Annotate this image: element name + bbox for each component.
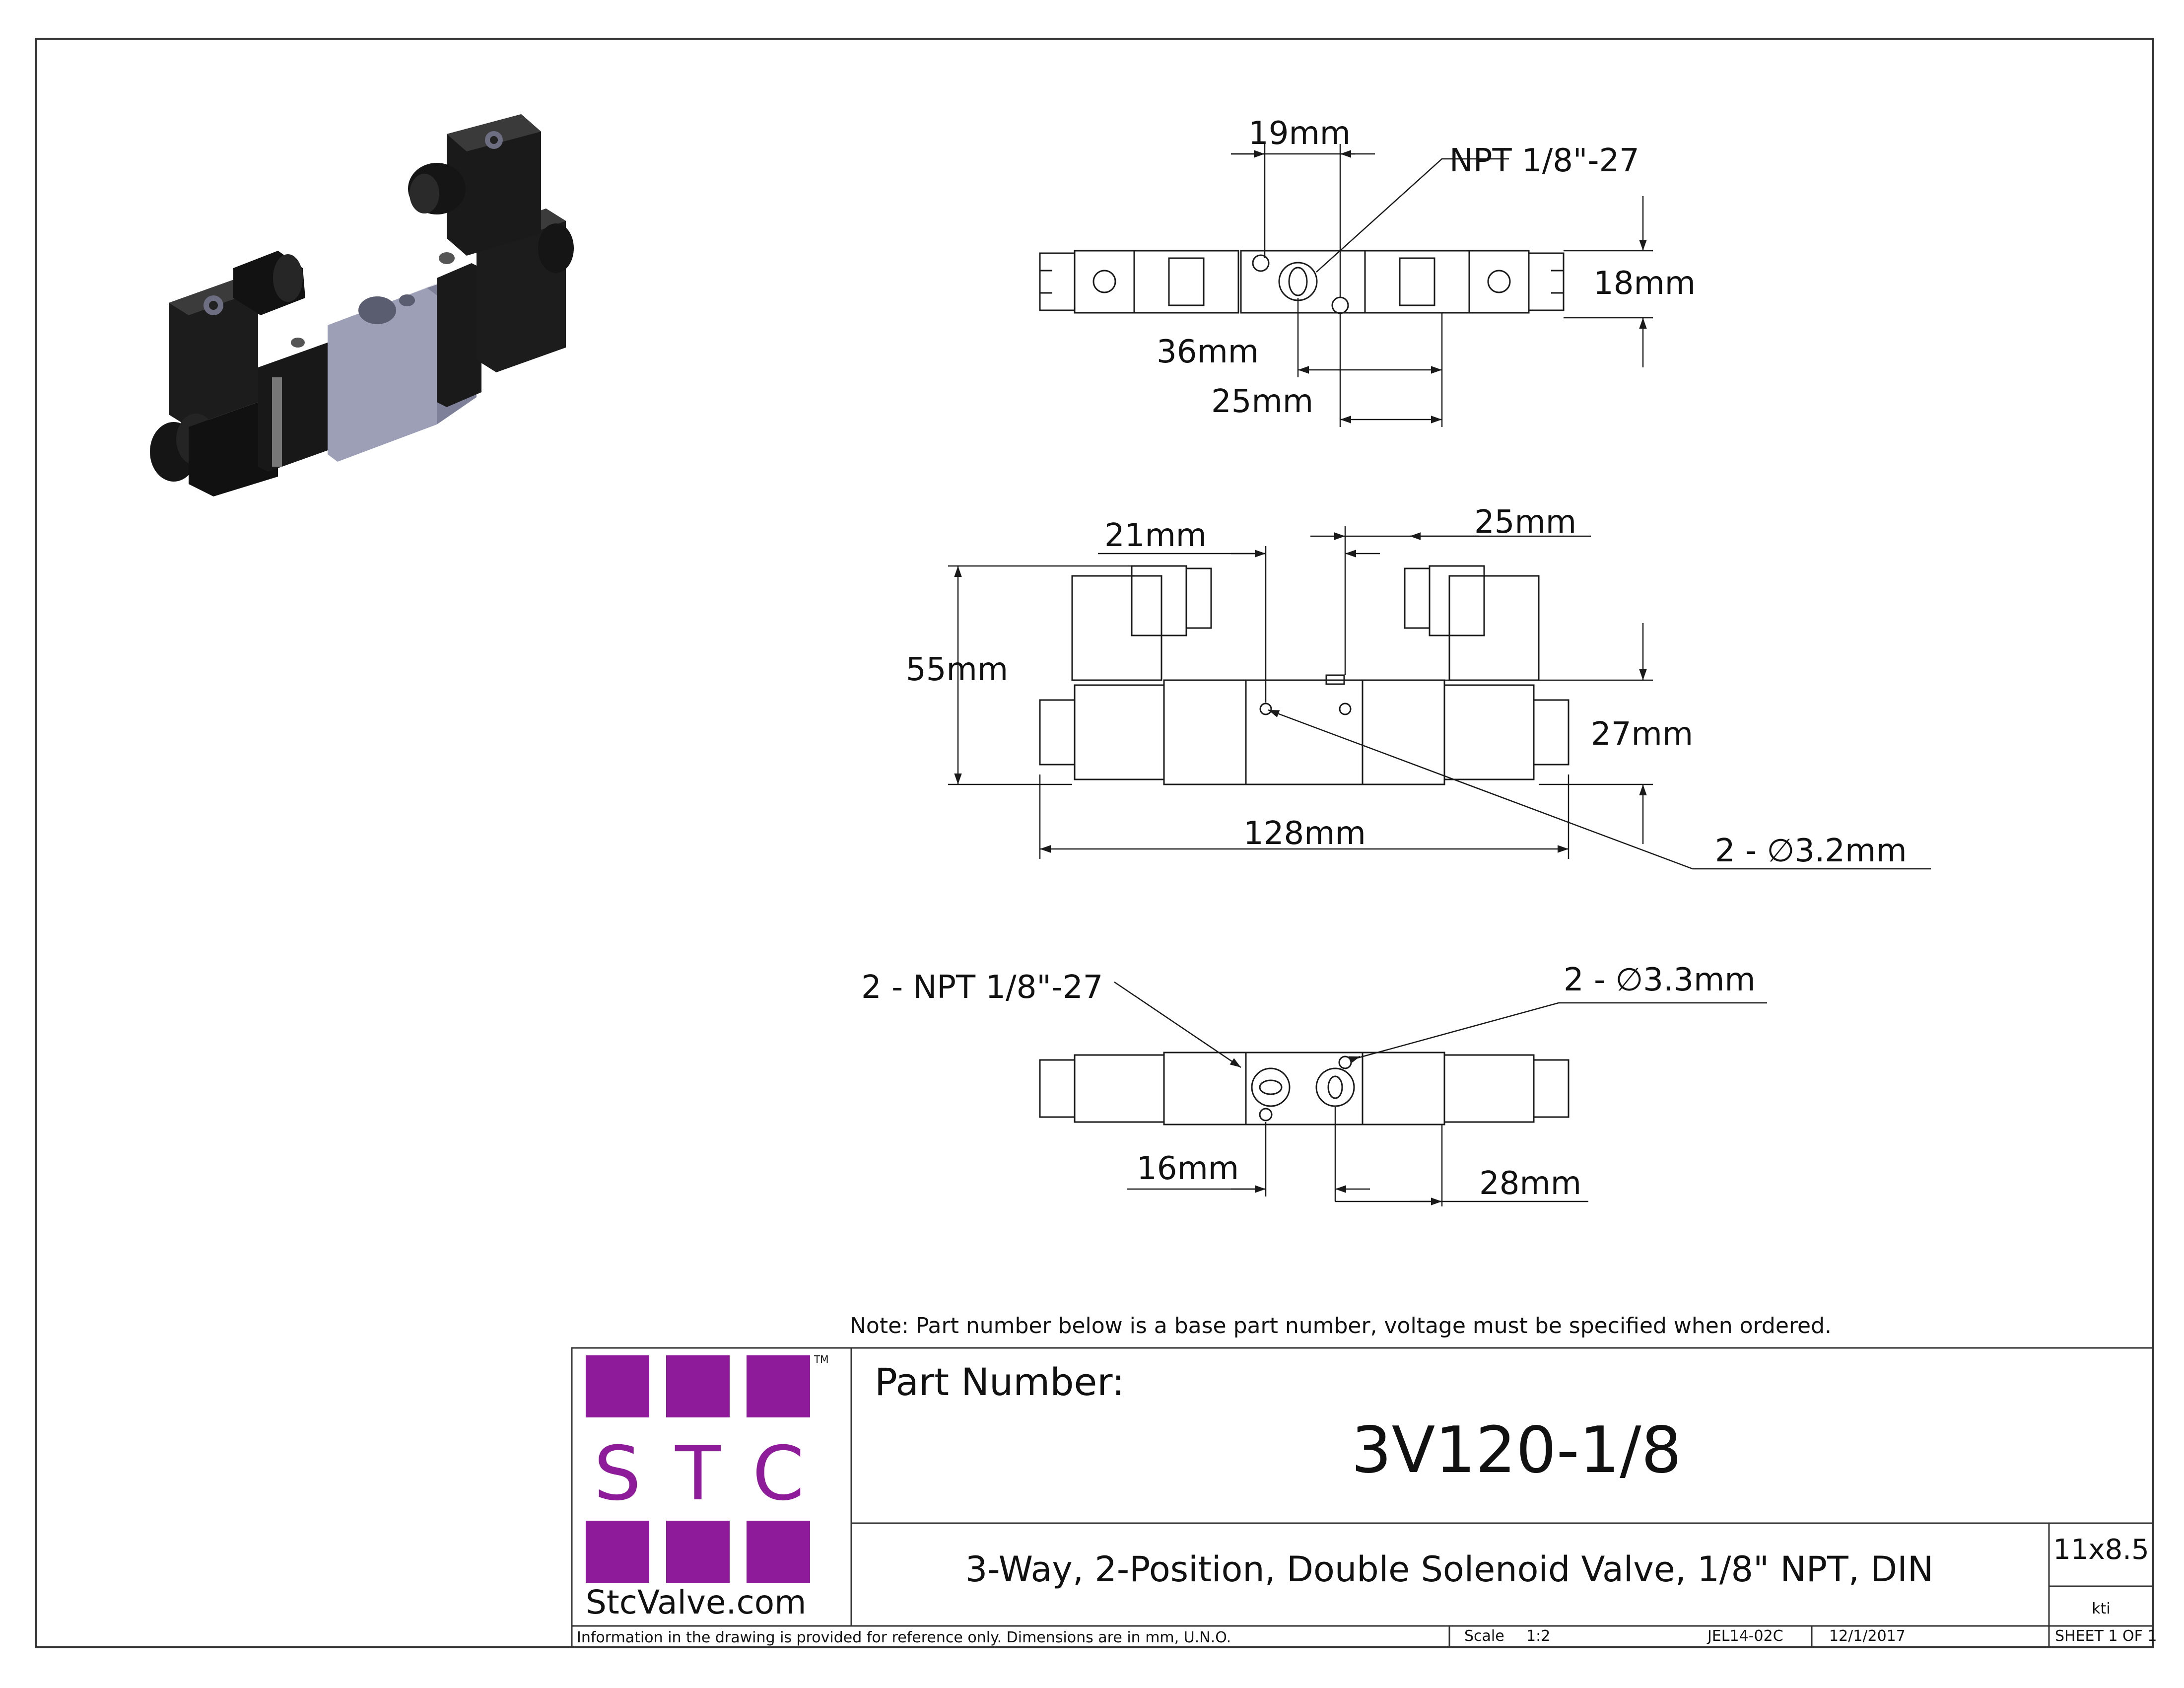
scale-label: Scale <box>1464 1627 1504 1645</box>
dim-top-19: 19mm <box>1248 115 1351 152</box>
part-number-label: Part Number: <box>875 1360 1125 1404</box>
dim-bottom-28: 28mm <box>1479 1165 1581 1202</box>
front-view <box>1039 565 1570 785</box>
dim-top-25: 25mm <box>1211 383 1313 420</box>
top-view-dimensions <box>1231 144 1653 427</box>
front-view-dimensions <box>948 526 1931 870</box>
disclaimer-text: Information in the drawing is provided f… <box>577 1629 1231 1646</box>
scale-value: 1:2 <box>1526 1627 1550 1645</box>
dim-front-128: 128mm <box>1243 815 1366 852</box>
isometric-valve-view <box>150 114 574 496</box>
dim-top-npt: NPT 1/8"-27 <box>1449 142 1639 179</box>
dim-bottom-hole: 2 - ∅3.3mm <box>1564 962 1756 998</box>
logo-letter-s: S <box>594 1431 641 1517</box>
part-description: 3-Way, 2-Position, Double Solenoid Valve… <box>965 1549 1933 1590</box>
part-number-value: 3V120-1/8 <box>1351 1413 1682 1487</box>
stc-logo: S T C TM StcValve.com <box>586 1353 828 1621</box>
ordering-note: Note: Part number below is a base part n… <box>850 1313 1832 1338</box>
dim-front-27: 27mm <box>1591 716 1693 753</box>
drawn-by: kti <box>2092 1600 2110 1618</box>
sheet-size: 11x8.5 <box>2053 1534 2149 1566</box>
bottom-view-dimensions <box>1114 981 1767 1206</box>
dim-bottom-npt: 2 - NPT 1/8"-27 <box>861 969 1103 1006</box>
dim-front-hole: 2 - ∅3.2mm <box>1715 833 1907 869</box>
dim-bottom-16: 16mm <box>1137 1150 1239 1187</box>
bottom-view <box>1039 1052 1570 1125</box>
dim-front-25: 25mm <box>1474 504 1576 541</box>
drawing-date: 12/1/2017 <box>1829 1627 1906 1645</box>
logo-letter-c: C <box>752 1431 805 1517</box>
dim-front-21: 21mm <box>1104 517 1207 554</box>
dim-top-18: 18mm <box>1593 265 1696 302</box>
dim-top-36: 36mm <box>1157 334 1259 370</box>
dim-front-55: 55mm <box>906 651 1008 688</box>
logo-letter-t: T <box>675 1431 721 1517</box>
logo-trademark: TM <box>814 1353 828 1365</box>
logo-website: StcValve.com <box>586 1583 806 1621</box>
top-view <box>1039 250 1565 314</box>
sheet-count: SHEET 1 OF 1 <box>2055 1627 2157 1645</box>
drawing-number: JEL14-02C <box>1706 1627 1783 1645</box>
title-block <box>571 1347 2154 1648</box>
